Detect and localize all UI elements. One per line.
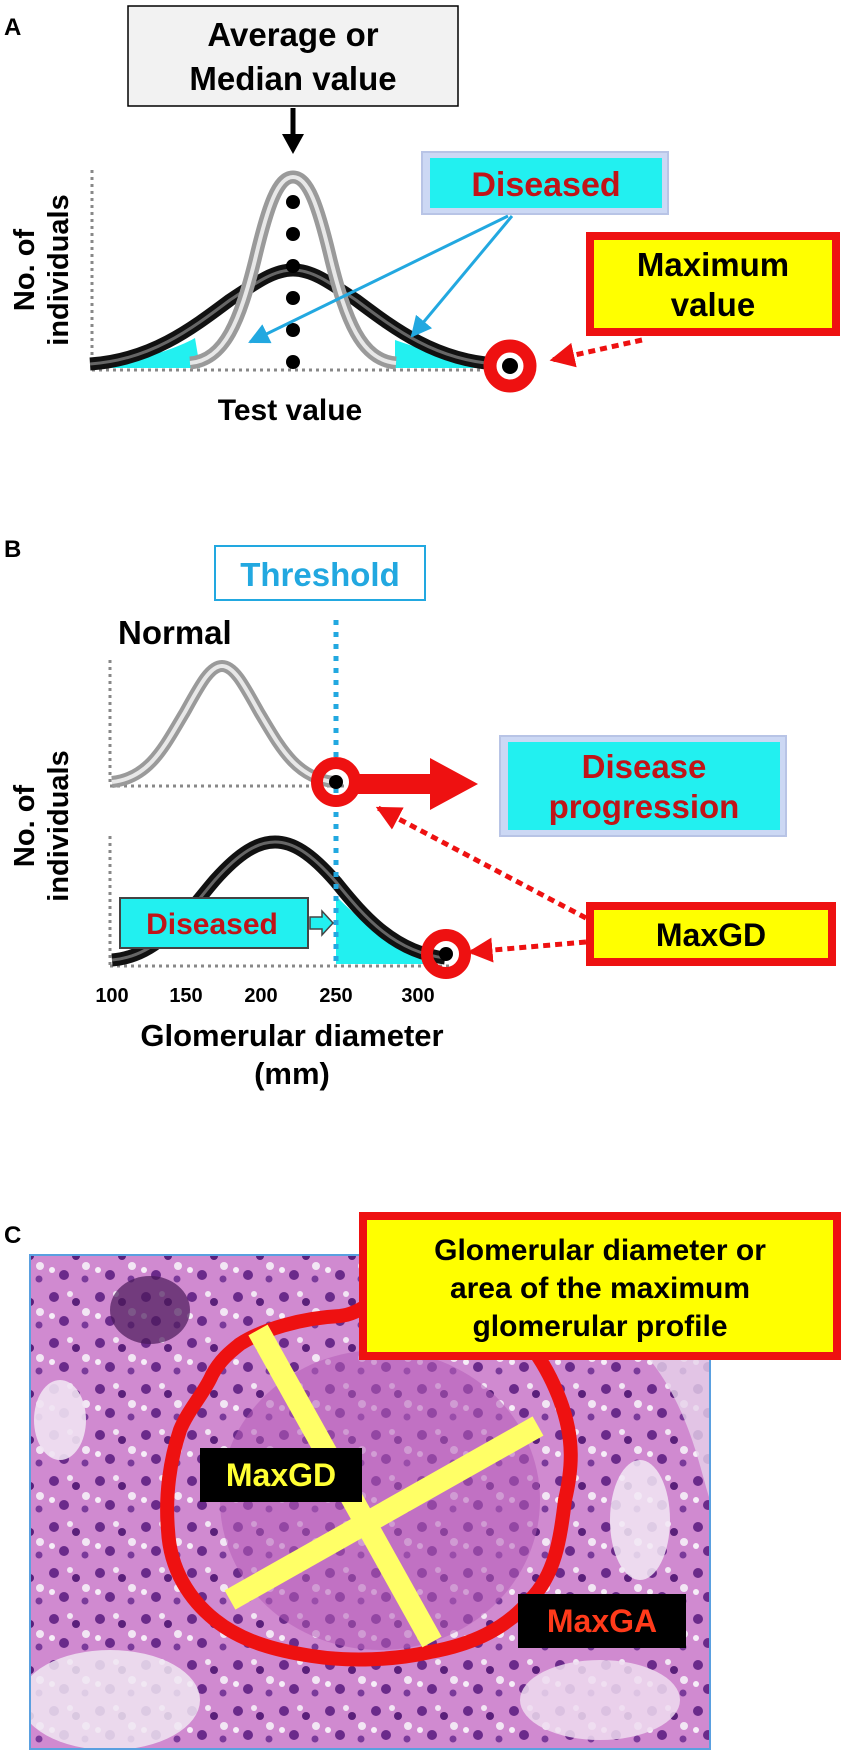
progression-arrow — [356, 758, 478, 810]
threshold-marker — [311, 757, 361, 807]
center-box-line2: Median value — [189, 60, 396, 97]
diseased-small-arrow — [309, 909, 335, 937]
c-maxgd-label-box: MaxGD — [200, 1448, 362, 1502]
callout-line2: area of the maximum — [450, 1272, 750, 1305]
a-max-line2: value — [671, 286, 755, 323]
b-diseased-box: Diseased — [119, 897, 309, 949]
c-maxga-label: MaxGA — [547, 1603, 657, 1639]
c-maxgd-label: MaxGD — [226, 1457, 336, 1493]
diseased-above-threshold-shading — [336, 896, 432, 964]
progression-line1: Disease — [582, 748, 707, 785]
max-value-dashed-arrow — [549, 337, 643, 368]
normal-distribution-curve — [111, 659, 335, 788]
normal-label: Normal — [118, 614, 232, 651]
center-box-line1: Average or — [207, 16, 378, 53]
b-maxgd-box: MaxGD — [586, 902, 836, 966]
panel-a-diseased-box: Diseased — [421, 151, 669, 215]
panel-b-y-axis-label: No. of individuals — [9, 750, 75, 901]
callout-line1: Glomerular diameter or — [434, 1234, 766, 1267]
threshold-label: Threshold — [240, 556, 400, 593]
diseased-pointer-arrows — [248, 214, 514, 344]
wide-black-distribution-curve — [89, 263, 497, 371]
narrow-gray-distribution-curve — [188, 170, 398, 370]
b-diseased-label: Diseased — [146, 908, 278, 941]
b-ylabel-line1: No. of — [9, 785, 41, 867]
c-callout-box: Glomerular diameter or area of the maxim… — [359, 1212, 841, 1360]
a-ylabel-line1: No. of — [9, 229, 41, 311]
panel-a-axes — [90, 170, 490, 372]
diseased-tail-shading — [95, 338, 490, 368]
a-diseased-label: Diseased — [471, 166, 620, 204]
maxgd-to-max-dashed-arrow — [467, 937, 587, 963]
b-xlabel-line1: Glomerular diameter — [140, 1018, 443, 1053]
mean-dotted-line — [286, 195, 300, 369]
maxgd-marker — [421, 929, 471, 979]
callout-line3: glomerular profile — [472, 1310, 727, 1343]
c-maxga-label-box: MaxGA — [518, 1594, 686, 1648]
disease-progression-box: Disease progression — [499, 735, 787, 837]
center-down-arrow — [282, 108, 304, 154]
panel-c-letter: C — [4, 1222, 21, 1249]
panel-a-letter: A — [4, 14, 21, 41]
panel-b-letter: B — [4, 536, 21, 563]
progression-line2: progression — [549, 788, 740, 825]
maxgd-to-threshold-dashed-arrow — [375, 805, 588, 921]
panel-b-lower-axes — [108, 836, 450, 968]
panel-a-center-box: Average or Median value — [127, 5, 459, 107]
x-tick: 300 — [401, 985, 434, 1007]
panel-a-maximum-value-box: Maximum value — [586, 232, 840, 336]
b-xlabel-line2: (mm) — [254, 1056, 330, 1091]
panel-a-x-axis-label: Test value — [218, 394, 363, 427]
x-tick: 150 — [169, 985, 202, 1007]
b-ylabel-line2: individuals — [43, 750, 75, 901]
maximum-value-marker — [483, 339, 537, 393]
x-tick: 200 — [244, 985, 277, 1007]
a-max-line1: Maximum — [637, 246, 789, 283]
a-ylabel-line2: individuals — [43, 194, 75, 345]
panel-a-y-axis-label: No. of individuals — [9, 194, 75, 345]
panel-b-upper-axes — [108, 660, 345, 788]
b-maxgd-label: MaxGD — [656, 917, 766, 953]
x-tick: 250 — [319, 985, 352, 1007]
b-x-axis-ticks: 100 150 200 250 300 — [95, 985, 434, 1007]
x-tick: 100 — [95, 985, 128, 1007]
threshold-box: Threshold — [214, 545, 426, 601]
